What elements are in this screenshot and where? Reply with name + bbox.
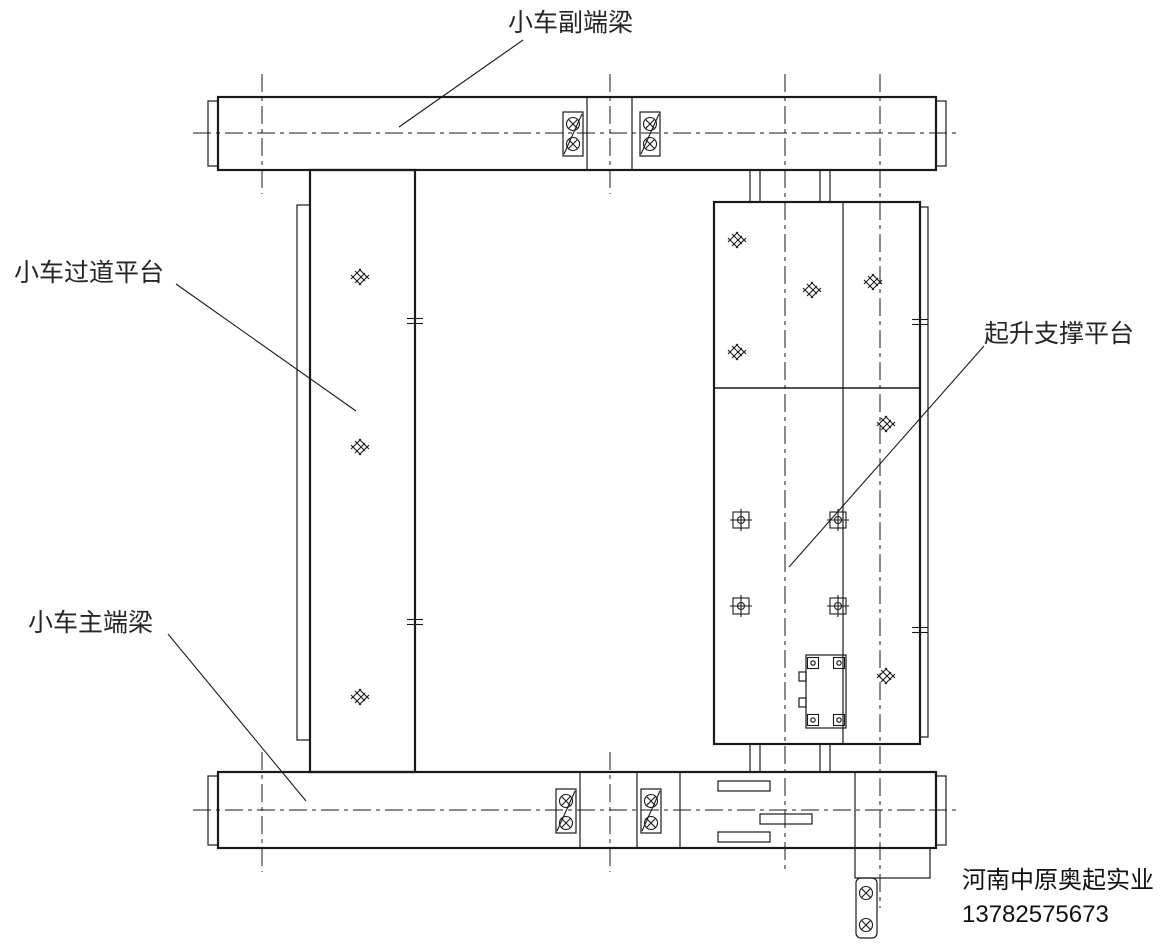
- plate-hatch-line: [640, 113, 660, 155]
- footer-phone-number: 13782575673: [962, 901, 1109, 928]
- hatch-mark-icon: [350, 688, 370, 706]
- aux-beam-right-cap: [935, 100, 947, 167]
- hatch-mark-icon: [876, 667, 896, 685]
- hatch-mark-icon: [863, 273, 883, 291]
- leader-lines: [167, 39, 985, 802]
- walkway-panel: [308, 168, 417, 774]
- aux-beam-left-cap: [207, 100, 219, 167]
- label-aux-end-beam: 小车副端梁: [508, 9, 633, 37]
- label-walkway-platform: 小车过道平台: [14, 259, 164, 287]
- leader-aux-end-beam: [398, 39, 524, 128]
- center-lines: [193, 74, 958, 908]
- square-bolt-icon: [729, 594, 753, 618]
- hoist-support-platform: [712, 170, 929, 772]
- slot-hole-middle: [759, 813, 813, 825]
- buffer-bracket: [854, 847, 931, 879]
- mounted-component: [805, 654, 847, 729]
- plate-hatch-line: [563, 113, 583, 155]
- main-beam-bolt-plate-left: [555, 788, 577, 834]
- square-bolt-icon: [826, 594, 850, 618]
- label-hoist-support-platform: 起升支撑平台: [984, 320, 1134, 348]
- bolt-icon: [643, 815, 659, 831]
- platform-edge-strip: [919, 206, 929, 738]
- component-tab: [798, 671, 807, 682]
- square-bolt-icon: [729, 508, 753, 532]
- hatch-mark-icon: [350, 438, 370, 456]
- hatch-mark-icon: [350, 268, 370, 286]
- slot-hole-bottom: [717, 831, 771, 843]
- hatch-mark-icon: [727, 343, 747, 361]
- main-end-beam: [207, 770, 947, 939]
- component-tab: [798, 697, 807, 708]
- bolt-icon: [858, 917, 874, 933]
- small-bolt-icon: [806, 713, 820, 727]
- leader-main-end-beam: [167, 633, 307, 802]
- bolt-icon: [558, 815, 574, 831]
- small-bolt-icon: [806, 656, 820, 670]
- slot-hole-top: [717, 780, 771, 792]
- bracket-plate: [855, 877, 878, 939]
- labels: 小车副端梁 小车过道平台 起升支撑平台 小车主端梁 河南中原奥起实业 13782…: [14, 9, 1154, 928]
- main-beam-right-cap: [935, 775, 947, 846]
- aux-end-beam: [207, 95, 947, 172]
- bolt-icon: [858, 885, 874, 901]
- hatch-mark-icon: [727, 231, 747, 249]
- leader-hoist-platform: [788, 345, 985, 568]
- main-beam-left-cap: [207, 775, 219, 846]
- main-beam-bolt-plate-right: [640, 788, 662, 834]
- aux-beam-bolt-plate-left: [562, 111, 584, 157]
- platform-body: [712, 200, 922, 746]
- aux-beam-bolt-plate-right: [639, 111, 661, 157]
- footer-company-name: 河南中原奥起实业: [962, 867, 1154, 894]
- label-main-end-beam: 小车主端梁: [28, 609, 153, 637]
- leader-walkway-platform: [175, 283, 357, 412]
- walkway-platform: [296, 168, 424, 774]
- walkway-edge-strip: [296, 204, 311, 741]
- hatch-mark-icon: [802, 281, 822, 299]
